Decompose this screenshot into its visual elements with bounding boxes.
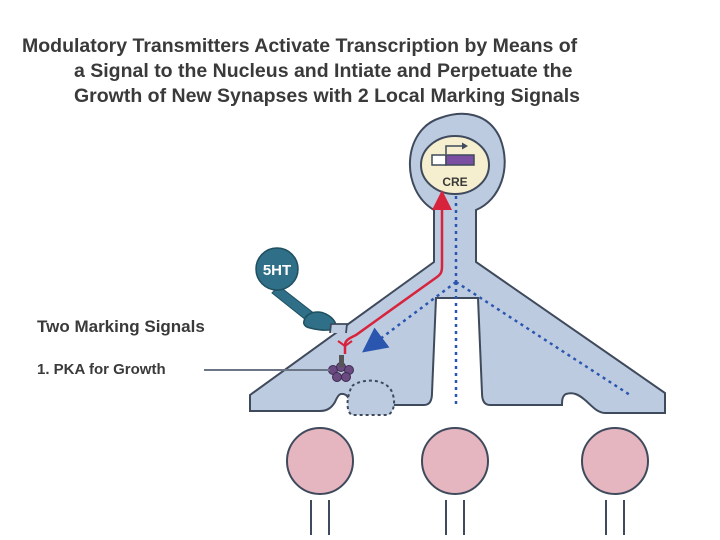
pka-molecule: [328, 355, 354, 382]
postsynaptic-cell-left: [286, 427, 354, 495]
transmitter-terminal: 5HT: [255, 247, 337, 331]
nucleus: CRE: [420, 135, 490, 195]
postsynaptic-cell-right: [581, 427, 649, 495]
red-signal-path: [343, 190, 452, 354]
blue-signal-paths: [362, 196, 631, 405]
page-title: Modulatory Transmitters Activate Transcr…: [22, 34, 702, 109]
postsynaptic-cell-middle: [421, 427, 489, 495]
title-line-1: Modulatory Transmitters Activate Transcr…: [22, 35, 578, 57]
neuron-body: [249, 112, 666, 414]
postsynaptic-stalk-middle: [445, 500, 465, 535]
red-signal-branch: [337, 340, 353, 348]
transmitter-label: 5HT: [263, 262, 291, 279]
title-line-2: a Signal to the Nucleus and Intiate and …: [74, 60, 573, 82]
marking-signals-heading: Two Marking Signals: [37, 317, 205, 336]
synaptic-bud: [329, 323, 349, 334]
nucleus-label: CRE: [442, 175, 467, 189]
marking-item-pka: 1. PKA for Growth: [37, 361, 166, 378]
promoter-white-box: [431, 154, 447, 166]
title-line-3: Growth of New Synapses with 2 Local Mark…: [74, 85, 581, 107]
postsynaptic-cells: [286, 427, 649, 535]
transmitter-head: [255, 247, 299, 291]
transcription-arrow-icon: [445, 145, 462, 154]
postsynaptic-stalk-left: [310, 500, 330, 535]
postsynaptic-stalk-right: [605, 500, 625, 535]
gene-purple-box: [445, 154, 475, 166]
new-synapse-bud: [346, 379, 396, 416]
